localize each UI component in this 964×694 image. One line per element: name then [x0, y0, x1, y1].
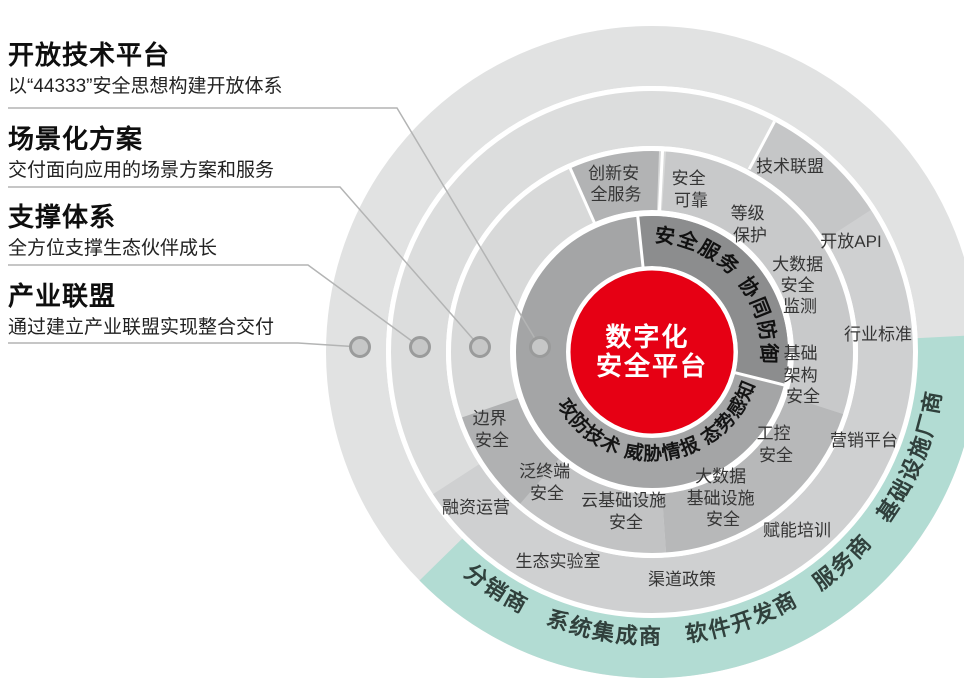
innovation-service-wedge [569, 150, 660, 223]
ring-marker-dot-middle [469, 336, 491, 358]
legend-block-support-system: 支撑体系 全方位支撑生态伙伴成长 [8, 202, 398, 261]
middle-ring-label-8: 泛终端 安全 [519, 462, 575, 503]
ring-separators [386, 86, 918, 618]
separator-outer [386, 86, 918, 618]
legend-title: 支撑体系 [8, 202, 117, 232]
middle-ring-label-2: 等级 保护 [731, 204, 770, 245]
ring-marker-dot-inner [529, 336, 551, 358]
inner-ring-top-segment [637, 216, 788, 385]
outer-ring-label-6: 生态实验室 [516, 552, 601, 571]
middle-ring-labels: 创新安 全服务 安全 可靠 等级 保护 大数据 安全 监测 基础 架构 安全 [473, 164, 828, 532]
middle-ring-segment-bottom [519, 458, 667, 555]
middle-ring-label-5: 工控 安全 [757, 424, 796, 465]
callout-line-1 [8, 107, 541, 348]
outer-ring-label-0: 技术联盟 [756, 157, 824, 176]
partner-arc-band [419, 335, 964, 678]
legend-title: 产业联盟 [8, 281, 117, 311]
middle-ring-label-9: 边界 安全 [473, 409, 512, 450]
legend-desc: 通过建立产业联盟实现整合交付 [8, 317, 275, 338]
middle-ring-label-7: 云基础设施 安全 [581, 491, 671, 532]
legend-desc: 全方位支撑生态伙伴成长 [8, 238, 218, 259]
outer-ring-label-3: 营销平台 [830, 431, 898, 450]
callout-line-3 [8, 264, 421, 348]
outer-ring-label-5: 渠道政策 [648, 570, 716, 589]
legend-desc: 以“44333”安全思想构建开放体系 [8, 76, 283, 97]
separator-middle [446, 146, 858, 558]
tech-alliance-wedge [748, 120, 872, 241]
legend-title: 开放技术平台 [8, 40, 171, 70]
middle-ring-label-0: 创新安 全服务 [588, 164, 644, 204]
legend-block-industry-alliance: 产业联盟 通过建立产业联盟实现整合交付 [8, 281, 398, 340]
ring-bands [326, 26, 964, 678]
ring-marker-dot-outermost [349, 336, 371, 358]
outer-ring-label-4: 赋能培训 [763, 521, 831, 540]
center-title: 数字化 安全平台 [596, 322, 708, 381]
middle-ring-segment-bottom-right [661, 395, 845, 554]
callout-connectors [8, 107, 541, 348]
callout-line-2 [8, 186, 481, 348]
center-circle [567, 267, 737, 437]
legend-block-scenario-solutions: 场景化方案 交付面向应用的场景方案和服务 [8, 124, 398, 183]
outer-gap-tech-alliance [747, 120, 776, 170]
separator-inner [510, 210, 794, 494]
middle-ring-label-4: 基础 架构 安全 [784, 344, 823, 406]
legend-desc: 交付面向应用的场景方案和服务 [8, 160, 275, 181]
middle-ring-label-6: 大数据 基础设施 安全 [687, 467, 760, 529]
outer-ring-label-2: 行业标准 [844, 325, 912, 344]
ring-marker-dot-outer [409, 336, 431, 358]
legend-block-open-platform: 开放技术平台 以“44333”安全思想构建开放体系 [8, 40, 398, 99]
middle-gap-right [657, 149, 665, 212]
middle-gap-left [568, 165, 596, 224]
inner-gap-right [733, 370, 787, 387]
boundary-security-wedge [461, 397, 560, 505]
outer-ring-labels: 技术联盟 开放API 行业标准 营销平台 赋能培训 渠道政策 生态实验室 融资运… [442, 157, 912, 589]
callout-line-4 [8, 342, 361, 348]
inner-gap-top [636, 214, 645, 269]
middle-ring-label-1: 安全 可靠 [672, 169, 711, 210]
outer-ring-label-1: 开放API [820, 232, 881, 251]
outer-ring-label-7: 融资运营 [442, 498, 510, 517]
outer-ring-main-segment [432, 120, 915, 615]
legend-title: 场景化方案 [8, 124, 144, 154]
ring-marker-dots [349, 336, 551, 358]
middle-ring-segment-right [661, 150, 854, 415]
middle-ring-label-3: 大数据 安全 监测 [772, 255, 828, 316]
